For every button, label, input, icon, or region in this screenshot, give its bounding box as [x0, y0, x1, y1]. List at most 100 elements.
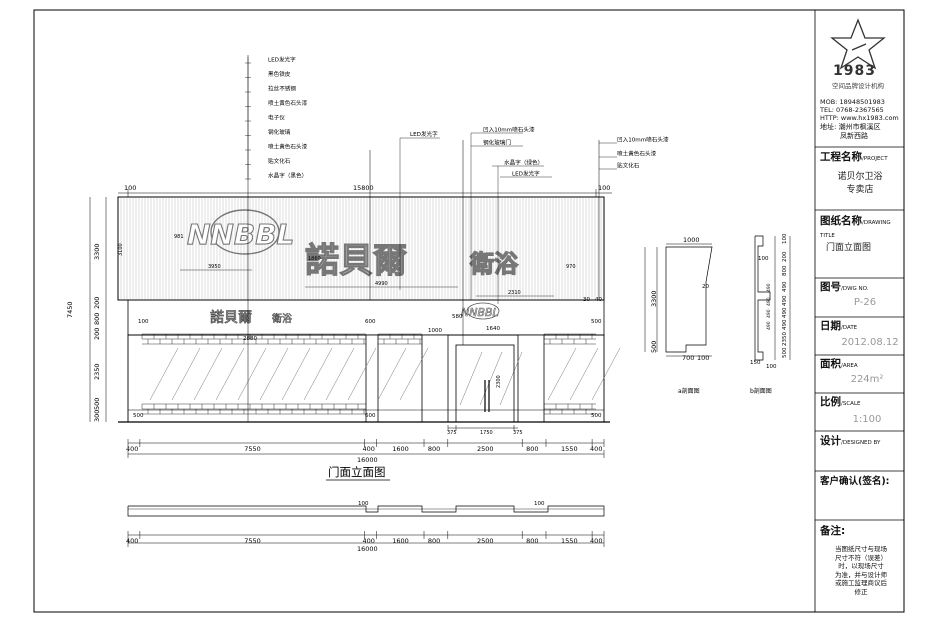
dim-text: 981 — [174, 234, 184, 240]
svg-text:400: 400 — [126, 537, 138, 545]
svg-text:2500: 2500 — [477, 537, 494, 545]
date-value: 2012.08.12 — [841, 337, 899, 348]
dwg-no-label: 图号/DWG NO. — [820, 281, 869, 293]
section-b — [754, 235, 791, 361]
svg-text:800: 800 — [428, 537, 440, 545]
sign-logo-ellipse — [210, 209, 280, 255]
svg-text:水晶字（黑色）: 水晶字（黑色） — [268, 172, 307, 180]
svg-text:490: 490 — [766, 283, 772, 292]
dim-text: 970 — [566, 264, 576, 270]
svg-text:800: 800 — [428, 445, 440, 453]
dim-text: 4990 — [375, 281, 388, 287]
brand-logo-sub: 空间品牌设计机构 — [832, 82, 884, 90]
section-b-caption: b剖面图 — [750, 387, 772, 395]
svg-text:500: 500 — [93, 398, 101, 410]
svg-text:100: 100 — [782, 233, 788, 244]
contact-tel: TEL: 0768-2367565 — [820, 106, 884, 114]
svg-text:15800: 15800 — [353, 184, 374, 192]
svg-text:400: 400 — [362, 537, 374, 545]
dim-text: 1860 — [308, 256, 321, 262]
svg-text:凹入10mm喷石头漆: 凹入10mm喷石头漆 — [483, 126, 535, 134]
dim-text: 580 — [452, 314, 463, 320]
dim-text: 500 — [133, 413, 144, 419]
svg-text:400: 400 — [126, 445, 138, 453]
svg-text:1550: 1550 — [561, 445, 578, 453]
svg-text:电子仪: 电子仪 — [268, 114, 285, 122]
dim-text: 1000 — [428, 328, 442, 334]
svg-text:100: 100 — [598, 184, 610, 192]
svg-text:LED发光字: LED发光字 — [512, 170, 540, 178]
section-a-caption: a剖面图 — [678, 387, 700, 395]
svg-text:贴文化石: 贴文化石 — [617, 162, 640, 170]
contact-web: HTTP: www.hx1983.com — [820, 114, 899, 122]
svg-text:300: 300 — [93, 410, 101, 422]
svg-text:490: 490 — [766, 321, 772, 330]
svg-text:200: 200 — [93, 297, 101, 309]
drawing-value: 门面立面图 — [826, 243, 872, 253]
dim-text: 30 — [583, 297, 590, 303]
left-dimensions: 7450 3300 200 800 200 2350 500 300 3100 — [66, 197, 124, 422]
project-value-1: 诺贝尔卫浴 — [837, 172, 883, 182]
section-a — [644, 243, 713, 357]
svg-text:375: 375 — [513, 430, 523, 436]
svg-text:喷土黄色石头漆: 喷土黄色石头漆 — [268, 99, 308, 107]
beam-logo — [466, 302, 500, 320]
section-b-bottom: 150 — [750, 360, 761, 366]
section-a-bottom: 700 — [682, 354, 694, 362]
dwg-no-value: P-26 — [853, 297, 877, 308]
svg-text:100: 100 — [124, 184, 136, 192]
contact-mob: MOB: 18948501983 — [820, 98, 885, 106]
section-b-side: 100 — [758, 256, 769, 262]
svg-text:1550: 1550 — [561, 537, 578, 545]
svg-text:200: 200 — [782, 251, 788, 262]
dim-text: 2880 — [243, 336, 257, 342]
plan-view — [127, 505, 605, 517]
project-value-2: 专卖店 — [846, 185, 874, 195]
area-label: 面积/AREA — [820, 358, 858, 370]
svg-text:喷土黄色石头漆: 喷土黄色石头漆 — [268, 143, 308, 151]
sheet-frame — [33, 9, 905, 613]
svg-text:200: 200 — [93, 328, 101, 340]
svg-text:400: 400 — [590, 537, 602, 545]
dim-text: 600 — [365, 319, 376, 325]
svg-text:2500: 2500 — [477, 445, 494, 453]
facade-beam — [127, 299, 605, 336]
brand-logo-text: 1983 — [833, 63, 876, 79]
svg-text:拉丝不锈钢: 拉丝不锈钢 — [268, 85, 296, 93]
sign-brand-text: 諾貝爾 — [305, 241, 407, 281]
project-label: 工程名称/PROJECT — [820, 151, 888, 163]
drawing-label: 图纸名称/DRAWING TITLE — [820, 215, 891, 240]
svg-text:黑色铁皮: 黑色铁皮 — [268, 70, 291, 78]
svg-text:3100: 3100 — [118, 243, 124, 256]
dim-text: 40 — [595, 297, 602, 303]
plan-mark: 100 — [358, 501, 369, 507]
svg-text:490: 490 — [782, 307, 788, 318]
svg-text:800: 800 — [782, 265, 788, 276]
svg-text:LED发光字: LED发光字 — [410, 130, 438, 138]
sign-brand-text-2: 衛浴 — [469, 250, 519, 278]
glass-panels — [149, 347, 621, 406]
notes-line: 当图纸尺寸与现场 — [835, 545, 887, 553]
svg-text:喷土黄色石头漆: 喷土黄色石头漆 — [617, 150, 657, 158]
section-a-bottom: 100 — [697, 354, 709, 362]
title-block-lines — [815, 146, 904, 521]
svg-text:2350: 2350 — [93, 363, 101, 380]
sign-board-hatch — [120, 198, 602, 299]
notes-line: 为准，并与设计师 — [835, 570, 887, 579]
svg-text:16000: 16000 — [357, 545, 378, 553]
plan-mark: 100 — [534, 501, 545, 507]
svg-text:1600: 1600 — [392, 445, 409, 453]
contact-addr-2: 凤新西路 — [840, 132, 868, 140]
client-signature-label: 客户确认(签名): — [820, 476, 890, 487]
svg-text:490: 490 — [782, 281, 788, 292]
dim-text: 100 — [138, 319, 149, 325]
svg-text:1750: 1750 — [480, 430, 493, 436]
sign-logo-text: NNBBL — [187, 218, 294, 251]
svg-text:16000: 16000 — [357, 456, 378, 464]
section-b-bottom: 100 — [766, 364, 777, 370]
svg-text:2350: 2350 — [782, 332, 788, 346]
beam-logo-text: NNBBL — [461, 306, 499, 319]
svg-text:1600: 1600 — [392, 537, 409, 545]
